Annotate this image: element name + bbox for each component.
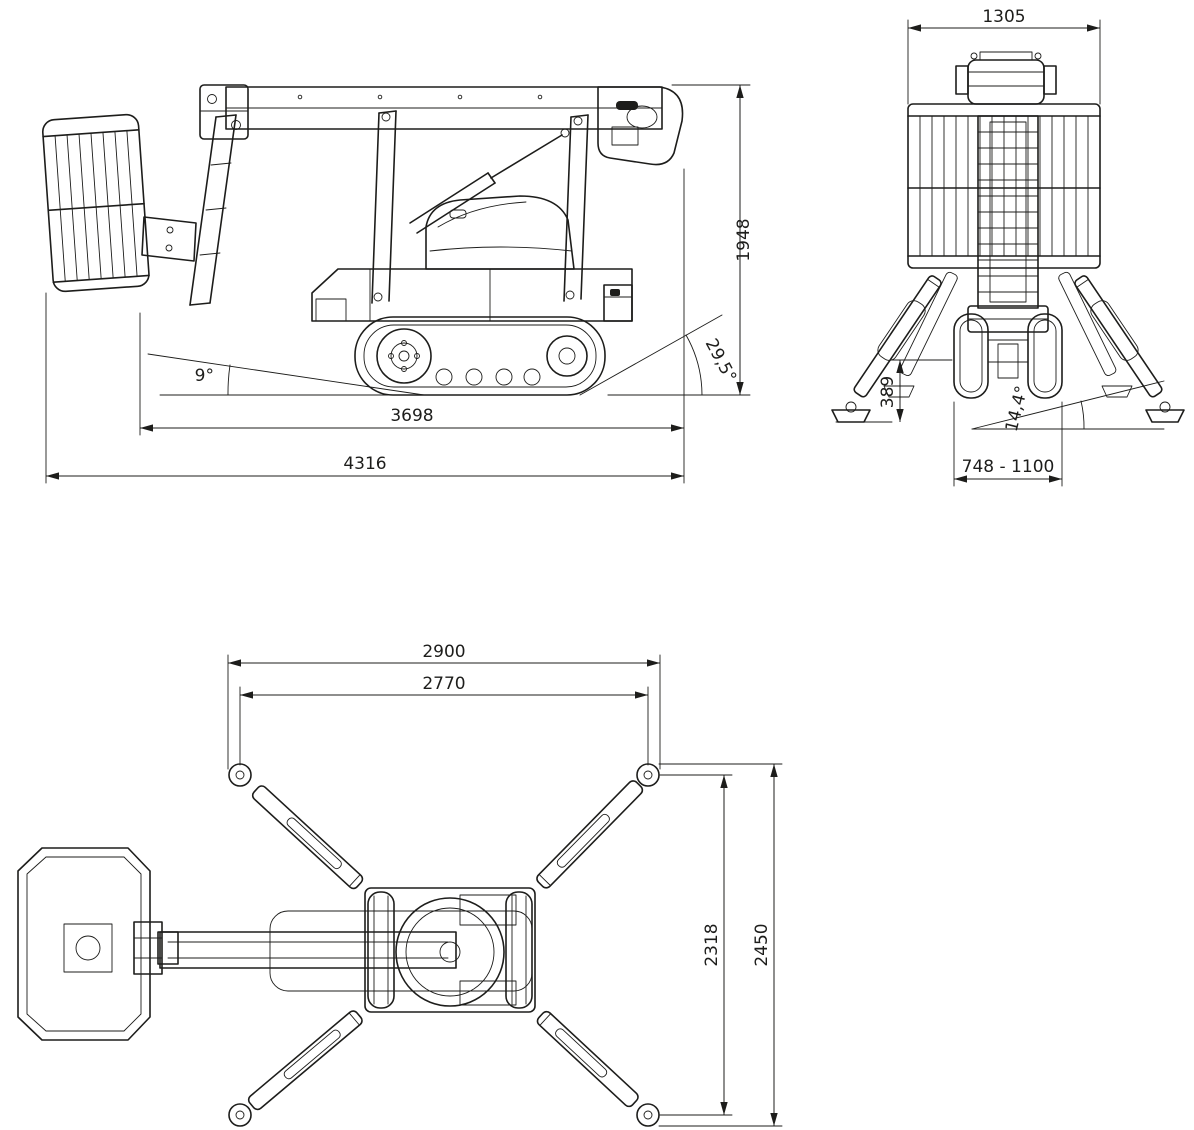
side-machine bbox=[41, 84, 684, 396]
side-track bbox=[354, 316, 606, 396]
top-outrigger-lower-right bbox=[536, 1010, 639, 1108]
side-view-svg: 1948 3698 4316 9° 29,5° bbox=[41, 84, 754, 484]
side-boom-pivot bbox=[199, 84, 249, 140]
dim-length-to-boom-head: 3698 bbox=[390, 406, 433, 426]
side-boom-head bbox=[597, 86, 684, 166]
front-boom-head bbox=[955, 51, 1057, 105]
front-undercarriage bbox=[953, 305, 1063, 399]
side-dimensions: 1948 3698 4316 9° 29,5° bbox=[45, 84, 754, 484]
top-machine bbox=[17, 763, 660, 1127]
turret-ring bbox=[395, 897, 505, 1007]
dim-footprint-length-inner: 2318 bbox=[702, 923, 722, 966]
front-outrigger-front-left bbox=[853, 275, 942, 398]
basket-rotator bbox=[133, 921, 163, 975]
top-view-svg: 2900 2770 2318 2450 bbox=[17, 643, 783, 1127]
top-left-track bbox=[367, 891, 395, 1009]
front-basket bbox=[907, 103, 1101, 269]
top-boom bbox=[159, 910, 533, 992]
front-rear-left-foot bbox=[883, 385, 915, 398]
foot-upper-left bbox=[228, 763, 252, 787]
front-right-track bbox=[1027, 313, 1063, 399]
side-engine-cowl bbox=[425, 195, 575, 270]
front-right-foot-joint bbox=[1159, 401, 1171, 413]
front-outrigger-front-right bbox=[1074, 275, 1163, 398]
side-main-boom bbox=[225, 86, 663, 130]
dim-footprint-length-outer: 2450 bbox=[752, 923, 772, 966]
front-outrigger-rear-left bbox=[899, 271, 958, 376]
side-chassis bbox=[311, 268, 633, 322]
front-view: 1305 389 14,4° 748 - 1100 bbox=[822, 8, 1194, 513]
front-machine bbox=[831, 51, 1185, 423]
top-outrigger-upper-left bbox=[251, 785, 364, 890]
front-view-svg: 1305 389 14,4° 748 - 1100 bbox=[831, 8, 1185, 487]
dim-overall-height: 1948 bbox=[734, 218, 754, 261]
foot-lower-right bbox=[636, 1103, 660, 1127]
dim-footprint-width-inner: 2770 bbox=[422, 674, 465, 694]
top-outrigger-lower-left bbox=[247, 1010, 363, 1111]
foot-upper-right bbox=[636, 763, 660, 787]
dim-overall-length: 4316 bbox=[343, 454, 386, 474]
dim-departure-angle: 29,5° bbox=[701, 335, 740, 385]
dim-footprint-width-outer: 2900 bbox=[422, 643, 465, 662]
top-right-track bbox=[505, 891, 533, 1009]
side-lift-cylinder bbox=[409, 128, 570, 234]
side-basket bbox=[41, 113, 150, 293]
side-jib-mast bbox=[141, 114, 237, 306]
idler-wheel bbox=[546, 335, 588, 377]
dim-overall-width: 1305 bbox=[982, 8, 1025, 27]
front-dimensions: 1305 389 14,4° 748 - 1100 bbox=[835, 8, 1165, 487]
front-mast bbox=[977, 115, 1039, 309]
drive-sprocket bbox=[376, 328, 432, 384]
foot-lower-left bbox=[228, 1103, 252, 1127]
dim-approach-angle: 9° bbox=[195, 366, 214, 386]
basket-bracket bbox=[141, 216, 197, 262]
dim-tilt-angle: 14,4° bbox=[1002, 384, 1033, 434]
side-view: 1948 3698 4316 9° 29,5° bbox=[20, 55, 780, 515]
top-basket bbox=[17, 847, 179, 1041]
top-dimensions: 2900 2770 2318 2450 bbox=[227, 643, 783, 1127]
front-left-track bbox=[953, 313, 989, 399]
boom-handle bbox=[616, 101, 638, 110]
top-outrigger-upper-right bbox=[536, 780, 644, 889]
dim-track-width-range: 748 - 1100 bbox=[962, 457, 1055, 477]
front-right-foot bbox=[1145, 409, 1185, 423]
top-chassis bbox=[364, 887, 536, 1013]
dim-ground-clearance: 389 bbox=[878, 376, 898, 408]
front-rear-right-foot bbox=[1101, 385, 1133, 398]
front-outrigger-rear-right bbox=[1058, 271, 1117, 376]
top-view: 2900 2770 2318 2450 bbox=[8, 643, 808, 1130]
front-left-foot-joint bbox=[845, 401, 857, 413]
